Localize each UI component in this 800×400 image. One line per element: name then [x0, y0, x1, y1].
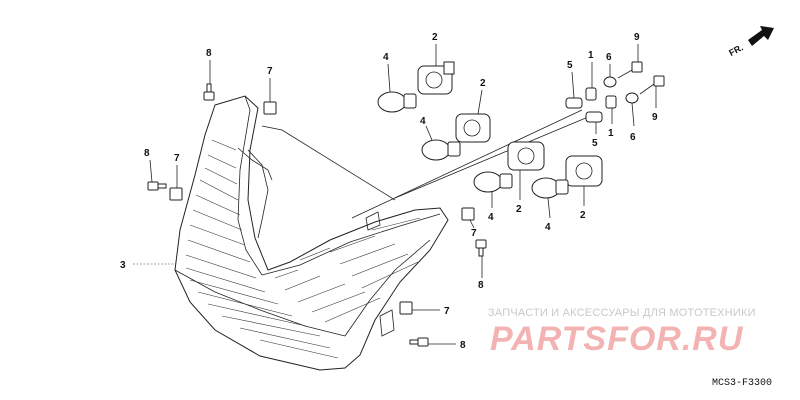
front-direction-arrow-icon	[748, 26, 774, 46]
screw-8-middle	[475, 239, 487, 278]
direction-label: FR.	[727, 42, 744, 58]
assembly-line-middle	[351, 109, 583, 219]
screw-8-bottom	[409, 337, 456, 347]
callout-3: 3	[120, 260, 126, 271]
callout-8-left: 8	[144, 148, 150, 159]
socket-2-c	[507, 141, 545, 200]
collar-1-b	[605, 95, 617, 124]
callout-8-bottom: 8	[460, 340, 466, 351]
callout-1-a: 1	[588, 50, 594, 61]
grommet-5-a	[565, 71, 583, 109]
callout-5-a: 5	[567, 60, 573, 71]
washer-6-b	[625, 92, 639, 127]
callout-2-c: 2	[516, 204, 522, 215]
socket-2-a	[417, 44, 455, 95]
bolt-9-a	[617, 44, 643, 79]
callout-9-a: 9	[634, 32, 640, 43]
callout-7-bottom: 7	[444, 306, 450, 317]
bulb-4-c	[473, 171, 513, 208]
callout-7-top: 7	[267, 66, 273, 77]
callout-2-d: 2	[580, 210, 586, 221]
collar-1-a	[585, 62, 597, 101]
grommet-5-b	[585, 111, 603, 134]
callout-4-d: 4	[545, 222, 551, 233]
watermark-brand: PARTSFOR.RU	[490, 320, 744, 358]
clip-7-bottom	[399, 301, 440, 315]
callout-8-middle: 8	[478, 280, 484, 291]
callout-9-b: 9	[652, 112, 658, 123]
callout-5-b: 5	[592, 138, 598, 149]
headlight-housing	[174, 95, 449, 371]
clip-7-middle	[461, 207, 475, 229]
callout-2-a: 2	[432, 32, 438, 43]
callout-6-b: 6	[630, 132, 636, 143]
bulb-4-a	[377, 63, 417, 113]
clip-7-top	[263, 78, 277, 115]
socket-2-d	[565, 155, 603, 206]
callout-7-middle: 7	[471, 228, 477, 239]
diagram-code: MCS3-F3300	[712, 378, 772, 389]
bolt-9-b	[639, 75, 665, 108]
screw-8-left	[147, 159, 167, 191]
callout-8-top: 8	[206, 48, 212, 59]
callout-4-b: 4	[420, 116, 426, 127]
watermark-tagline: ЗАПЧАСТИ И АКСЕССУАРЫ ДЛЯ МОТОТЕХНИКИ	[488, 307, 756, 319]
screw-8-top	[203, 60, 215, 101]
bulb-4-b	[421, 125, 461, 161]
callout-4-c: 4	[488, 212, 494, 223]
assembly-line-upper	[261, 125, 396, 201]
callout-7-left: 7	[174, 153, 180, 164]
callout-4-a: 4	[383, 52, 389, 63]
bulb-4-d	[531, 177, 569, 219]
lens-ribbing	[185, 139, 421, 359]
callout-2-b: 2	[480, 78, 486, 89]
callout-6-a: 6	[606, 52, 612, 63]
assembly-line-lower	[394, 111, 601, 199]
socket-2-b	[455, 89, 491, 143]
washer-6-a	[603, 64, 617, 88]
clip-7-left	[169, 165, 183, 201]
callout-1-b: 1	[608, 128, 614, 139]
